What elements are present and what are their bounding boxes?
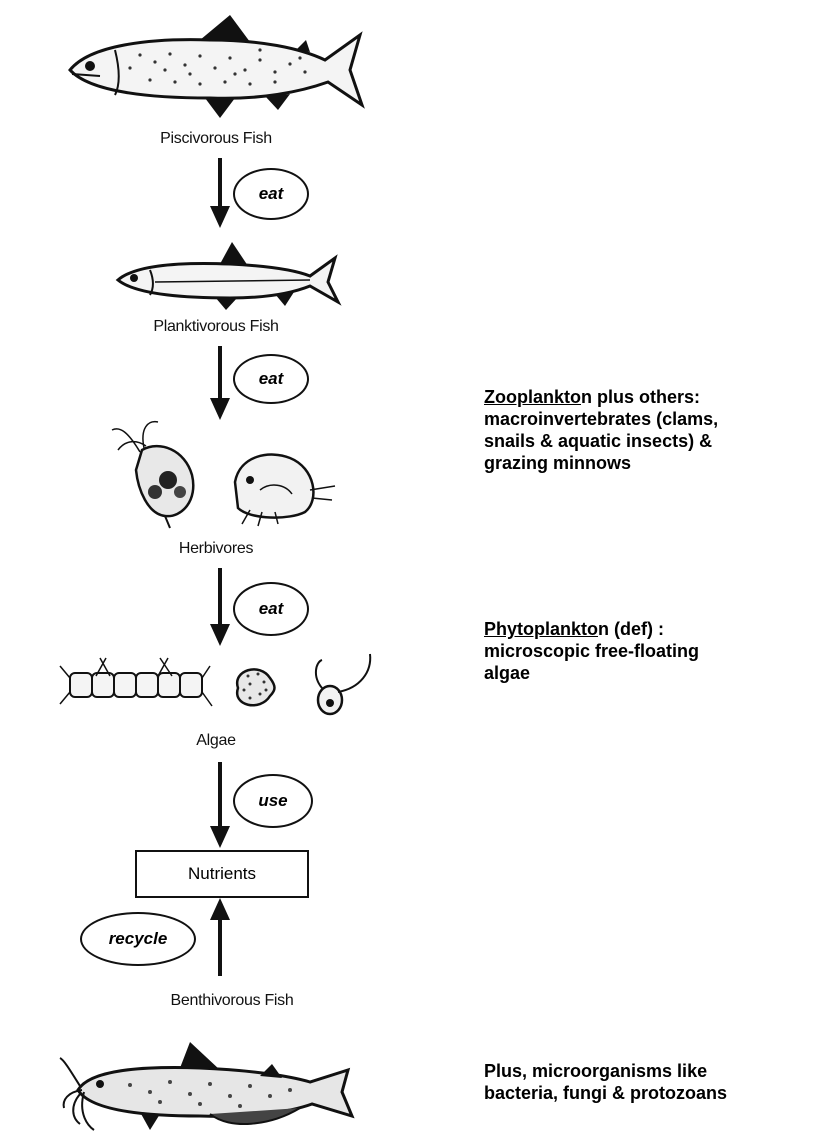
phytoplankton-note: Phytoplankton (def) : microscopic free-f… xyxy=(484,618,699,684)
zooplankton-note-line-1: macroinvertebrates (clams, xyxy=(484,408,718,430)
arrow-recycle xyxy=(210,898,230,976)
nutrients-box: Nutrients xyxy=(135,850,309,898)
herbivores-illustration xyxy=(110,420,360,530)
piscivorous-fish-label: Piscivorous Fish xyxy=(160,130,272,148)
algae-label: Algae xyxy=(196,732,235,750)
arrow-eat-2 xyxy=(210,346,230,420)
phytoplankton-term: Phytoplankto xyxy=(484,619,598,639)
phytoplankton-note-line-1: microscopic free-floating xyxy=(484,640,699,662)
zooplankton-note-line-2: snails & aquatic insects) & xyxy=(484,430,718,452)
zooplankton-term: Zooplankto xyxy=(484,387,581,407)
benthivorous-fish-label: Benthivorous Fish xyxy=(171,992,294,1010)
planktivorous-fish-illustration xyxy=(110,240,340,310)
herbivores-label: Herbivores xyxy=(179,540,253,558)
microorganisms-note: Plus, microorganisms like bacteria, fung… xyxy=(484,1060,727,1104)
microorganisms-note-line-2: bacteria, fungi & protozoans xyxy=(484,1082,727,1104)
zooplankton-note-line-3: grazing minnows xyxy=(484,452,718,474)
piscivorous-fish-illustration xyxy=(60,10,370,120)
arrow-eat-3 xyxy=(210,568,230,646)
arrow-eat-1 xyxy=(210,158,230,228)
arrow-use xyxy=(210,762,230,848)
edge-label-eat-1: eat xyxy=(233,168,309,220)
zooplankton-note-heading: Zooplankton plus others: xyxy=(484,386,718,408)
edge-label-eat-2: eat xyxy=(233,354,309,404)
nutrients-label: Nutrients xyxy=(188,864,256,884)
phytoplankton-note-line-2: algae xyxy=(484,662,699,684)
edge-label-eat-3: eat xyxy=(233,582,309,636)
phytoplankton-note-heading: Phytoplankton (def) : xyxy=(484,618,699,640)
benthivorous-fish-illustration xyxy=(60,1030,360,1140)
zooplankton-note: Zooplankton plus others: macroinvertebra… xyxy=(484,386,718,474)
algae-illustration xyxy=(60,648,390,728)
planktivorous-fish-label: Planktivorous Fish xyxy=(153,318,278,336)
edge-label-recycle: recycle xyxy=(80,912,196,966)
edge-label-use: use xyxy=(233,774,313,828)
phytoplankton-heading-rest: n (def) : xyxy=(598,619,664,639)
microorganisms-note-line-1: Plus, microorganisms like xyxy=(484,1060,727,1082)
zooplankton-heading-rest: n plus others: xyxy=(581,387,700,407)
